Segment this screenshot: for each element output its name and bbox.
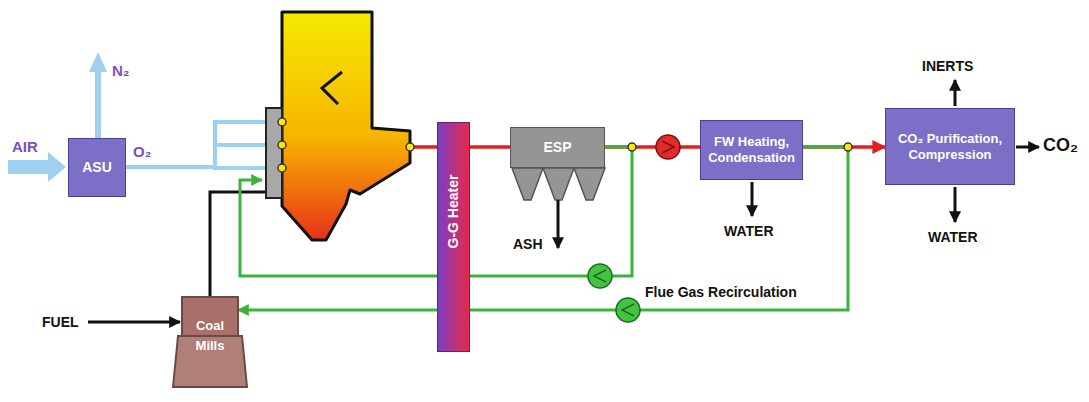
burner-dot <box>278 141 286 149</box>
fuel-arrow <box>88 321 180 324</box>
boiler <box>282 12 410 240</box>
stream-label: INERTS <box>922 58 973 74</box>
air-arrow <box>8 152 66 182</box>
nitrogen-arrow <box>89 52 107 138</box>
inerts-arrow <box>954 80 957 106</box>
boiler-outlet-dot <box>406 143 414 151</box>
stream-label: WATER <box>928 229 978 245</box>
flow-connector <box>470 145 510 149</box>
precipitator-box: ESP <box>510 127 605 168</box>
stream-label: Flue Gas Recirculation <box>645 284 797 300</box>
heat-exchanger-bar: G-G Heater <box>437 122 470 352</box>
box-label: ASU <box>82 159 112 176</box>
recirculation-fan <box>616 298 640 322</box>
process-box: CO₂ Purification, Compression <box>885 108 1015 185</box>
water-arrow <box>954 187 957 222</box>
stream-label: AIR <box>12 138 38 155</box>
stream-label: CO₂ <box>1043 135 1078 156</box>
oxygen-line <box>126 120 266 170</box>
coal-mill: Coal Mills <box>172 296 248 388</box>
co2-out-arrow <box>1016 146 1039 149</box>
burner-dot <box>278 164 286 172</box>
split-dot <box>844 143 852 151</box>
flue-gas-fan <box>656 135 680 159</box>
coal-feed-line <box>210 192 266 296</box>
burner-dot <box>278 118 286 126</box>
process-box: FW Heating, Condensation <box>700 120 803 180</box>
box-label: FW Heating, Condensation <box>705 134 798 165</box>
recirculation-fan <box>588 264 612 288</box>
esp-hopper <box>574 168 605 200</box>
ash-arrow <box>557 200 560 248</box>
esp-hopper <box>512 168 543 200</box>
stream-label: N₂ <box>112 62 130 79</box>
fan-blade <box>594 270 606 282</box>
box-label: G-G Heater <box>445 174 462 248</box>
stream-label: O₂ <box>133 143 151 160</box>
process-box: ASU <box>68 138 126 197</box>
water-arrow <box>751 182 754 216</box>
stream-label: FUEL <box>42 314 79 330</box>
flow-connector <box>238 309 437 312</box>
stream-label: ASH <box>513 236 543 252</box>
box-label: Coal Mills <box>182 316 238 356</box>
box-label: ESP <box>543 139 571 156</box>
esp-hopper <box>543 168 574 200</box>
stream-label: WATER <box>724 223 774 239</box>
split-dot <box>628 143 636 151</box>
boiler-nose <box>322 72 342 104</box>
fan-blade <box>622 304 634 316</box>
box-label: CO₂ Purification, Compression <box>890 131 1010 162</box>
fan-blade <box>662 141 674 153</box>
